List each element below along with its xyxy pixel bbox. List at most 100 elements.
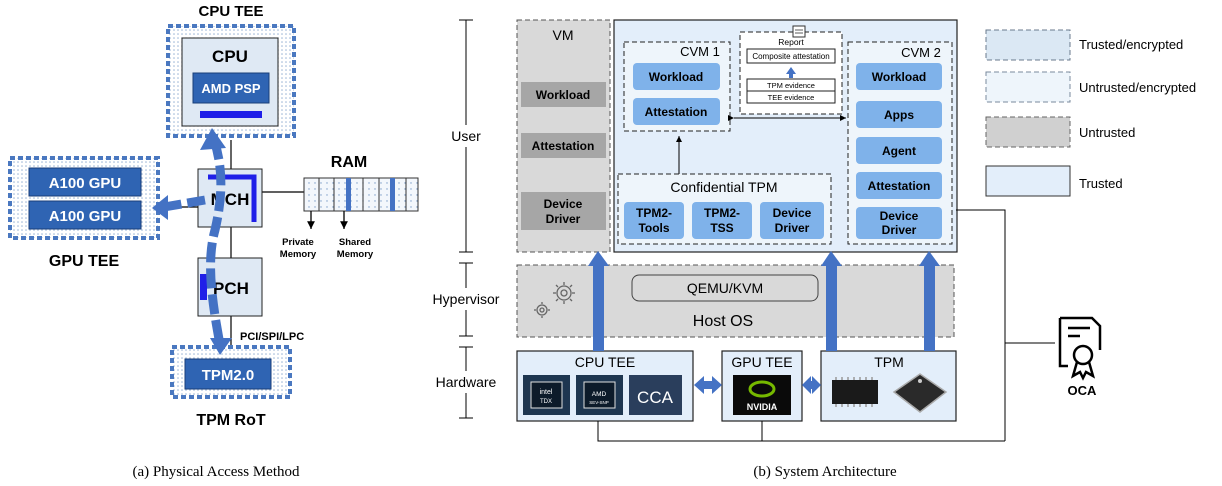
tpm-hw-title: TPM [874,354,904,370]
qemu-label: QEMU/KVM [687,280,763,296]
cvm1-workload [633,63,720,90]
ctpm-driver [760,202,824,239]
cvm1-title: CVM 1 [680,44,720,59]
upward-arrows [588,251,940,351]
layer-hardware: Hardware [436,374,497,390]
gpu-tee-hw-title: GPU TEE [731,354,792,370]
legend-item-untrusted-encrypted: Untrusted/encrypted [985,71,1196,103]
amd-psp-box [192,72,270,104]
tpm20-label: TPM2.0 [202,367,255,384]
cvm2-workload-label: Workload [872,70,926,84]
cvm1-attestation [633,98,720,125]
caption-a: (a) Physical Access Method [132,464,300,480]
vm-driver-label-1: Device [544,197,583,211]
ctpm-tss [692,202,752,239]
ctpm-driver-label-1: Device [773,206,812,220]
gpu1-label: A100 GPU [49,175,122,192]
cvm2-agent-label: Agent [882,144,916,158]
cvm1-attestation-label: Attestation [645,105,708,119]
cvm2-attestation-label: Attestation [868,179,931,193]
private-memory-label-2: Memory [280,249,317,260]
shared-memory-label-1: Shared [339,237,371,248]
ctpm-tss-label-1: TPM2- [704,206,740,220]
tpm-rot-title: TPM RoT [196,412,266,429]
oca-label: OCA [1068,383,1098,398]
legend-label-untrusted-encrypted: Untrusted/encrypted [1079,80,1196,95]
tpm-chip-icon [832,377,878,407]
bus-label: PCI/SPI/LPC [240,331,304,343]
gears-icon [534,282,575,318]
scroll-icon [792,25,806,38]
vm-title: VM [553,27,574,43]
cvm2-agent [856,137,942,164]
tee-evidence-label: TEE evidence [768,93,815,102]
tdx-label: TDX [540,399,552,405]
vm-workload [521,82,606,107]
ctpm-tools-label-2: Tools [638,221,669,235]
panel-b: User Hypervisor Hardware VM Workload Att… [432,19,1102,480]
ctpm-title: Confidential TPM [670,179,777,195]
cvm1-workload-label: Workload [649,70,703,84]
nvidia-logo-icon: NVIDIA [733,375,791,415]
ctpm-tools [624,202,684,239]
layer-hypervisor: Hypervisor [433,291,500,307]
gpu-tpm-link [802,376,821,394]
gpu2-box [28,200,142,230]
pch-label: PCH [213,279,249,298]
sev-snp-label: SEV-SNP [589,400,609,405]
amd-sev-chip-icon: AMD SEV-SNP [576,375,623,415]
psp-bar [200,111,262,118]
intel-label: intel [540,389,553,396]
cvm2-attestation [856,172,942,199]
tpm-evidence-label: TPM evidence [767,81,815,90]
nvidia-label: NVIDIA [747,402,778,412]
host-os-label: Host OS [693,313,753,330]
layer-user: User [451,128,481,144]
cvm2-driver-label-1: Device [880,209,919,223]
ctpm-tools-label-1: TPM2- [636,206,672,220]
composite-attestation-label: Composite attestation [752,52,829,61]
shared-memory-label-2: Memory [337,249,374,260]
cvm2-title: CVM 2 [901,45,941,60]
vm-attestation [521,133,606,158]
cpu-gpu-link [694,376,722,394]
vm-workload-label: Workload [536,88,590,102]
ctpm-tss-label-2: TSS [710,221,733,235]
amd-psp-label: AMD PSP [201,81,261,96]
vm-driver-label-2: Driver [546,212,581,226]
cvm2-workload [856,63,942,90]
tpm-chip-angled-icon [892,373,948,413]
panel-a: CPU TEE CPU AMD PSP MCH RAM Private Memo… [8,3,419,480]
amd-label: AMD [592,391,607,398]
cca-label: CCA [637,388,674,407]
legend-label-trusted-encrypted: Trusted/encrypted [1079,37,1183,52]
legend-label-trusted: Trusted [1079,176,1123,191]
intel-tdx-chip-icon: intel TDX [523,375,570,415]
vm-attestation-label: Attestation [532,139,595,153]
tpm20-box [184,358,272,390]
legend: Trusted/encrypted Untrusted/encrypted Un… [985,29,1196,197]
cca-chip-icon: CCA [629,375,682,415]
composite-attestation-box [746,48,836,64]
cpu-label: CPU [212,47,248,66]
private-memory-label-1: Private [282,237,314,248]
vm-device-driver [521,192,606,230]
legend-item-untrusted: Untrusted [985,116,1135,148]
cvm2-driver [856,207,942,239]
certificate-icon [1058,316,1102,381]
report-title: Report [778,37,804,47]
cpu-tee-title: CPU TEE [198,3,263,20]
gpu2-label: A100 GPU [49,208,122,225]
legend-label-untrusted: Untrusted [1079,125,1135,140]
cvm2-driver-label-2: Driver [882,223,917,237]
legend-item-trusted-encrypted: Trusted/encrypted [985,29,1183,61]
gpu1-box [28,167,142,197]
gpu-tee-title: GPU TEE [49,253,120,270]
access-path [206,138,226,346]
cpu-tee-hw-title: CPU TEE [575,354,635,370]
ram-box [303,177,419,212]
qemu-box [631,274,819,302]
legend-item-trusted: Trusted [985,165,1123,197]
cvm2-apps [856,101,942,128]
